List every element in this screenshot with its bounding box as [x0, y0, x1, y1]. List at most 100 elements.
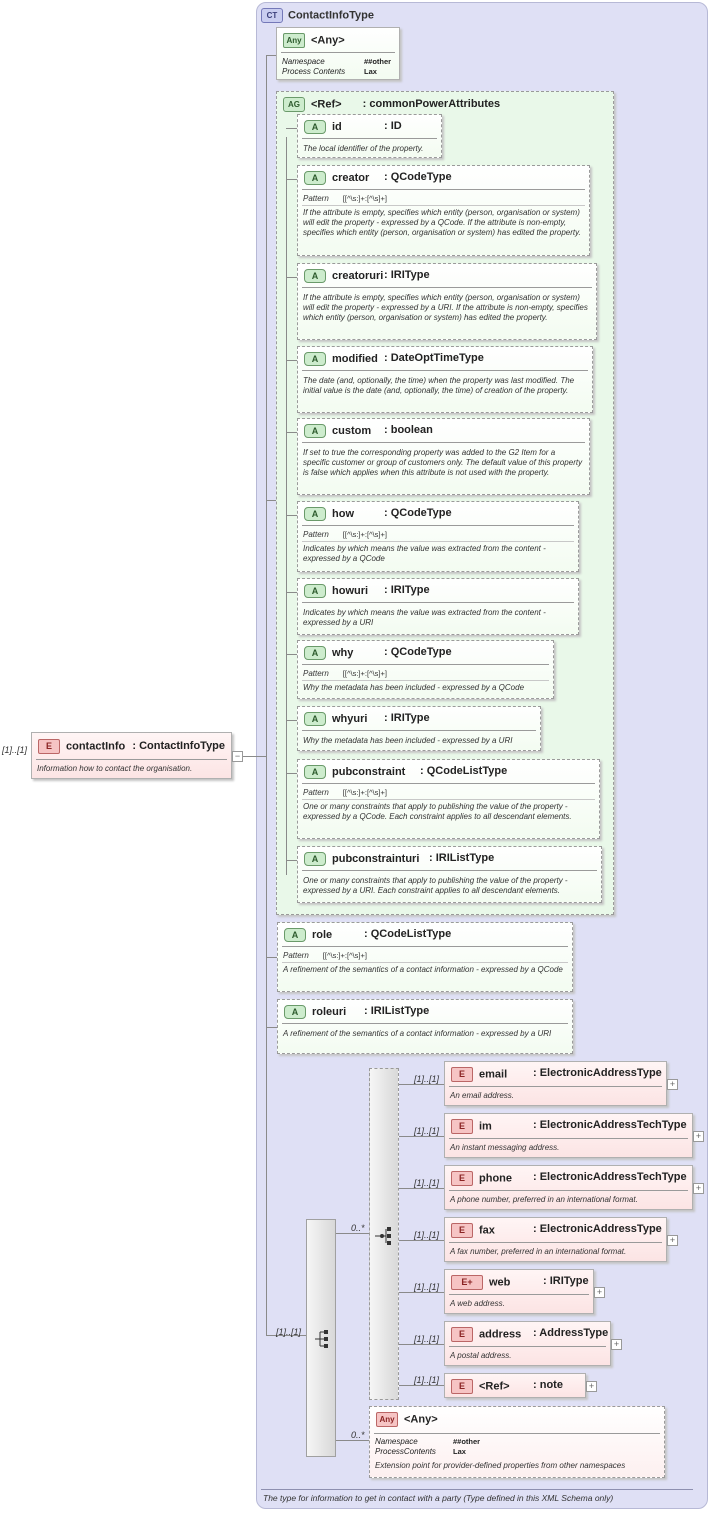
any-bottom-process-label: ProcessContents	[375, 1447, 436, 1456]
element-ref[interactable]: E<Ref>: note	[444, 1373, 586, 1398]
element-description: A phone number, preferred in an internat…	[450, 1195, 638, 1204]
root-element-description: Information how to contact the organisat…	[37, 764, 193, 773]
expand-icon[interactable]: +	[667, 1079, 678, 1090]
attribute-name: creator	[332, 171, 370, 184]
sequence-icon	[315, 1330, 328, 1348]
element-name: fax	[479, 1224, 495, 1237]
element-icon: E	[451, 1379, 473, 1394]
attribute-icon: A	[304, 120, 326, 134]
element-description: An instant messaging address.	[450, 1143, 560, 1152]
any-bottom-connector	[336, 1440, 370, 1441]
main-trunk-line	[266, 55, 267, 1335]
attribute-name: howuri	[332, 584, 369, 597]
element-multiplicity: [1]..[1]	[414, 1282, 440, 1292]
choice-item-connector	[399, 1240, 444, 1241]
element-icon: E	[451, 1223, 473, 1238]
any-icon: Any	[283, 33, 305, 48]
attribute-icon: A	[284, 928, 306, 942]
any-bottom-process-value: Lax	[453, 1447, 466, 1456]
element-icon: E	[38, 739, 60, 754]
element-type: : ElectronicAddressTechType	[533, 1171, 687, 1183]
attribute-type: : ID	[384, 120, 402, 132]
attribute-description: If the attribute is empty, specifies whi…	[303, 293, 588, 322]
attribute-name: custom	[332, 424, 372, 437]
element-name: email	[479, 1068, 508, 1081]
expand-icon[interactable]: +	[693, 1131, 704, 1142]
attribute-name: why	[332, 646, 354, 659]
element-type: : ElectronicAddressType	[533, 1223, 662, 1235]
element-name: im	[479, 1120, 492, 1133]
sequence-connector	[266, 1335, 306, 1336]
element-multiplicity: [1]..[1]	[414, 1178, 440, 1188]
attribute-group-icon: AG	[283, 97, 305, 112]
attribute-name: how	[332, 507, 354, 520]
root-element-name: contactInfo	[66, 740, 126, 753]
expand-icon[interactable]: +	[693, 1183, 704, 1194]
complex-type-name: ContactInfoType	[288, 9, 374, 22]
element-multiplicity: [1]..[1]	[414, 1126, 440, 1136]
any-bottom-card[interactable]: Any<Any> Namespace##other ProcessContent…	[369, 1406, 665, 1478]
choice-icon	[375, 1227, 391, 1245]
element-multiplicity: [1]..[1]	[414, 1074, 440, 1084]
complex-type-footer-box: The type for information to get in conta…	[261, 1489, 693, 1507]
expand-icon[interactable]: +	[594, 1287, 605, 1298]
role-connector	[266, 957, 278, 958]
expand-icon[interactable]: +	[667, 1235, 678, 1246]
element-multiplicity: [1]..[1]	[414, 1334, 440, 1344]
attribute-type: : IRIType	[384, 269, 430, 281]
attr-connector	[286, 720, 297, 721]
attribute-type: : IRIType	[384, 712, 430, 724]
element-type: : ElectronicAddressTechType	[533, 1119, 687, 1131]
choice-compositor[interactable]	[369, 1068, 399, 1400]
attribute-description: Why the metadata has been included - exp…	[303, 683, 525, 692]
attribute-type: : QCodeListType	[420, 765, 508, 777]
any-top-namespace-value: ##other	[364, 57, 392, 66]
attribute-type: : IRIListType	[429, 852, 495, 864]
any-bottom-description: Extension point for provider-defined pro…	[375, 1461, 626, 1470]
expand-icon[interactable]: +	[586, 1381, 597, 1392]
attribute-icon: A	[304, 424, 326, 438]
any-top-name: <Any>	[311, 34, 345, 47]
element-name: <Ref>	[479, 1380, 510, 1393]
element-icon: E	[451, 1327, 473, 1342]
sequence-compositor[interactable]	[306, 1219, 336, 1457]
attribute-description: One or many constraints that apply to pu…	[303, 876, 568, 895]
any-top-connector	[266, 55, 278, 56]
any-top-card[interactable]: Any<Any> Namespace##other Process Conten…	[276, 27, 400, 80]
expand-icon[interactable]: +	[611, 1339, 622, 1350]
pattern-label: Pattern	[303, 788, 329, 797]
attribute-description: The local identifier of the property.	[303, 144, 424, 153]
collapse-icon[interactable]: −	[232, 751, 243, 762]
ag-inner-trunk	[286, 137, 287, 875]
choice-item-connector	[399, 1292, 444, 1293]
root-connector	[232, 756, 267, 757]
attribute-type: : boolean	[384, 424, 433, 436]
attribute-type: : IRIListType	[364, 1005, 430, 1017]
attribute-icon: A	[304, 171, 326, 185]
attribute-name: pubconstrainturi	[332, 852, 420, 865]
pattern-value: [[^\s:]+:[^\s]+]	[342, 194, 387, 203]
element-icon: E	[451, 1067, 473, 1082]
attribute-description: The date (and, optionally, the time) whe…	[303, 376, 575, 395]
attribute-type: : QCodeListType	[364, 928, 452, 940]
